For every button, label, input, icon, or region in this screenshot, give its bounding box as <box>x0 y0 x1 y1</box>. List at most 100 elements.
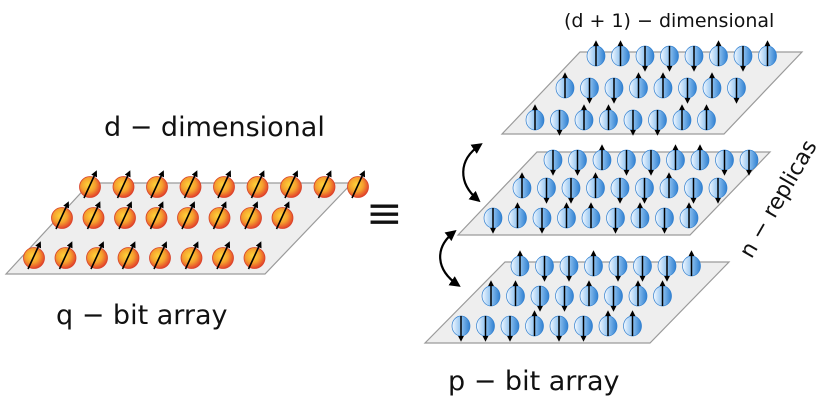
p-bit-spin-icon <box>702 72 722 99</box>
q-bit-spin-icon <box>280 170 302 199</box>
p-bit-spin-icon <box>678 77 697 104</box>
p-bit-spin-icon <box>604 285 623 312</box>
p-bit-spin-icon <box>606 207 625 234</box>
q-bit-spin-icon <box>180 241 203 270</box>
p-bit-spin-icon <box>739 149 759 176</box>
p-bit-spin-icon <box>684 45 704 72</box>
p-bit-spin-icon <box>537 177 556 204</box>
replica-swap-arrow-icon <box>439 229 461 287</box>
p-bit-spin-icon <box>510 250 530 277</box>
q-bit-spin-icon <box>240 201 262 230</box>
p-bit-spin-icon <box>679 202 699 229</box>
p-bit-spin-icon <box>653 72 673 99</box>
q-bit-spin-icon <box>177 201 199 230</box>
p-bit-spin-icon <box>604 77 624 104</box>
q-bit-spin-icon <box>145 201 168 230</box>
p-bit-spin-icon <box>623 310 642 337</box>
p-bit-spin-icon <box>561 177 581 204</box>
p-bit-spin-icon <box>581 202 601 229</box>
p-bit-spin-icon <box>506 280 525 307</box>
p-bit-spin-icon <box>451 315 471 342</box>
q-bit-spin-icon <box>146 170 168 199</box>
p-bit-spin-icon <box>574 104 594 131</box>
q-bit-spin-icon <box>82 201 105 230</box>
p-bit-spin-icon <box>559 255 579 282</box>
p-bit-spin-icon <box>623 109 643 136</box>
p-bit-spin-icon <box>555 72 575 99</box>
p-bit-spin-icon <box>648 109 667 136</box>
p-bit-spin-icon <box>549 315 569 342</box>
q-bit-spin-icon <box>23 241 45 270</box>
q-bit-spin-icon <box>271 201 294 230</box>
q-bit-spin-icon <box>243 241 266 270</box>
p-bit-spin-icon <box>568 149 587 176</box>
q-bit-spin-icon <box>86 241 108 270</box>
p-bit-spin-icon <box>543 149 563 176</box>
p-bit-spin-icon <box>481 280 501 307</box>
p-bit-spin-icon <box>733 45 753 72</box>
p-bit-spin-icon <box>727 77 746 104</box>
p-bit-spin-icon <box>508 202 527 229</box>
p-bit-spin-icon <box>532 207 552 234</box>
p-bit-spin-icon <box>684 177 703 204</box>
p-bit-spin-icon <box>635 45 655 72</box>
p-bit-spin-icon <box>584 250 603 277</box>
p-bit-spin-icon <box>653 280 672 307</box>
q-bit-spin-icon <box>79 170 101 199</box>
p-bit-spin-icon <box>682 250 701 277</box>
replica-swap-arrow-icon <box>462 143 483 203</box>
q-bit-spin-icon <box>54 241 77 270</box>
p-bit-spin-icon <box>672 104 692 131</box>
p-bit-spin-icon <box>557 202 576 229</box>
p-bit-spin-icon <box>550 109 569 136</box>
q-bit-spin-icon <box>149 241 171 270</box>
p-bit-spin-icon <box>657 255 677 282</box>
p-bit-array-label: p − bit array <box>448 366 620 397</box>
p-bit-spin-icon <box>599 104 618 131</box>
q-bit-spin-icon <box>112 170 135 199</box>
p-bit-spin-icon <box>611 40 630 67</box>
p-bit-spin-icon <box>535 255 554 282</box>
p-bit-spin-icon <box>476 315 495 342</box>
p-bit-spin-icon <box>708 177 728 204</box>
p-bit-spin-icon <box>630 202 650 229</box>
p-bit-spin-icon <box>574 315 593 342</box>
q-bit-spin-icon <box>313 170 336 199</box>
p-bit-spin-icon <box>655 207 674 234</box>
q-bit-spin-icon <box>213 170 235 199</box>
q-bit-spin-icon <box>114 201 136 230</box>
p-bit-spin-icon <box>592 144 612 171</box>
d-plus-1-dimensional-label: (d + 1) − dimensional <box>564 10 775 32</box>
p-bit-spin-icon <box>617 149 636 176</box>
p-bit-spin-icon <box>629 72 648 99</box>
p-bit-spin-icon <box>483 207 503 234</box>
p-bit-spin-icon <box>586 172 605 199</box>
p-bit-spin-icon <box>512 172 532 199</box>
p-bit-spin-icon <box>633 255 652 282</box>
q-bit-spin-icon <box>117 241 140 270</box>
p-layer-bottom-plane <box>423 261 731 344</box>
equivalence-symbol: ≡ <box>366 188 403 239</box>
p-bit-spin-icon <box>758 40 777 67</box>
q-bit-spin-icon <box>347 170 369 199</box>
p-bit-spin-icon <box>525 310 544 337</box>
q-array-spins <box>23 170 369 270</box>
q-bit-spin-icon <box>179 170 202 199</box>
p-bit-spin-icon <box>697 104 716 131</box>
p-bit-spin-icon <box>641 149 661 176</box>
p-bit-spin-icon <box>666 144 685 171</box>
p-bit-spin-icon <box>598 310 618 337</box>
p-bit-spin-icon <box>659 172 679 199</box>
p-bit-spin-icon <box>500 315 520 342</box>
p-bit-spin-icon <box>586 40 606 67</box>
q-bit-spin-icon <box>208 201 231 230</box>
q-bit-array-label: q − bit array <box>56 300 228 331</box>
p-bit-spin-icon <box>525 104 545 131</box>
p-array-spins <box>451 40 777 342</box>
p-bit-spin-icon <box>580 77 599 104</box>
p-bit-spin-icon <box>715 149 734 176</box>
p-bit-spin-icon <box>610 177 630 204</box>
p-bit-spin-icon <box>690 144 710 171</box>
p-bit-spin-icon <box>555 285 574 312</box>
